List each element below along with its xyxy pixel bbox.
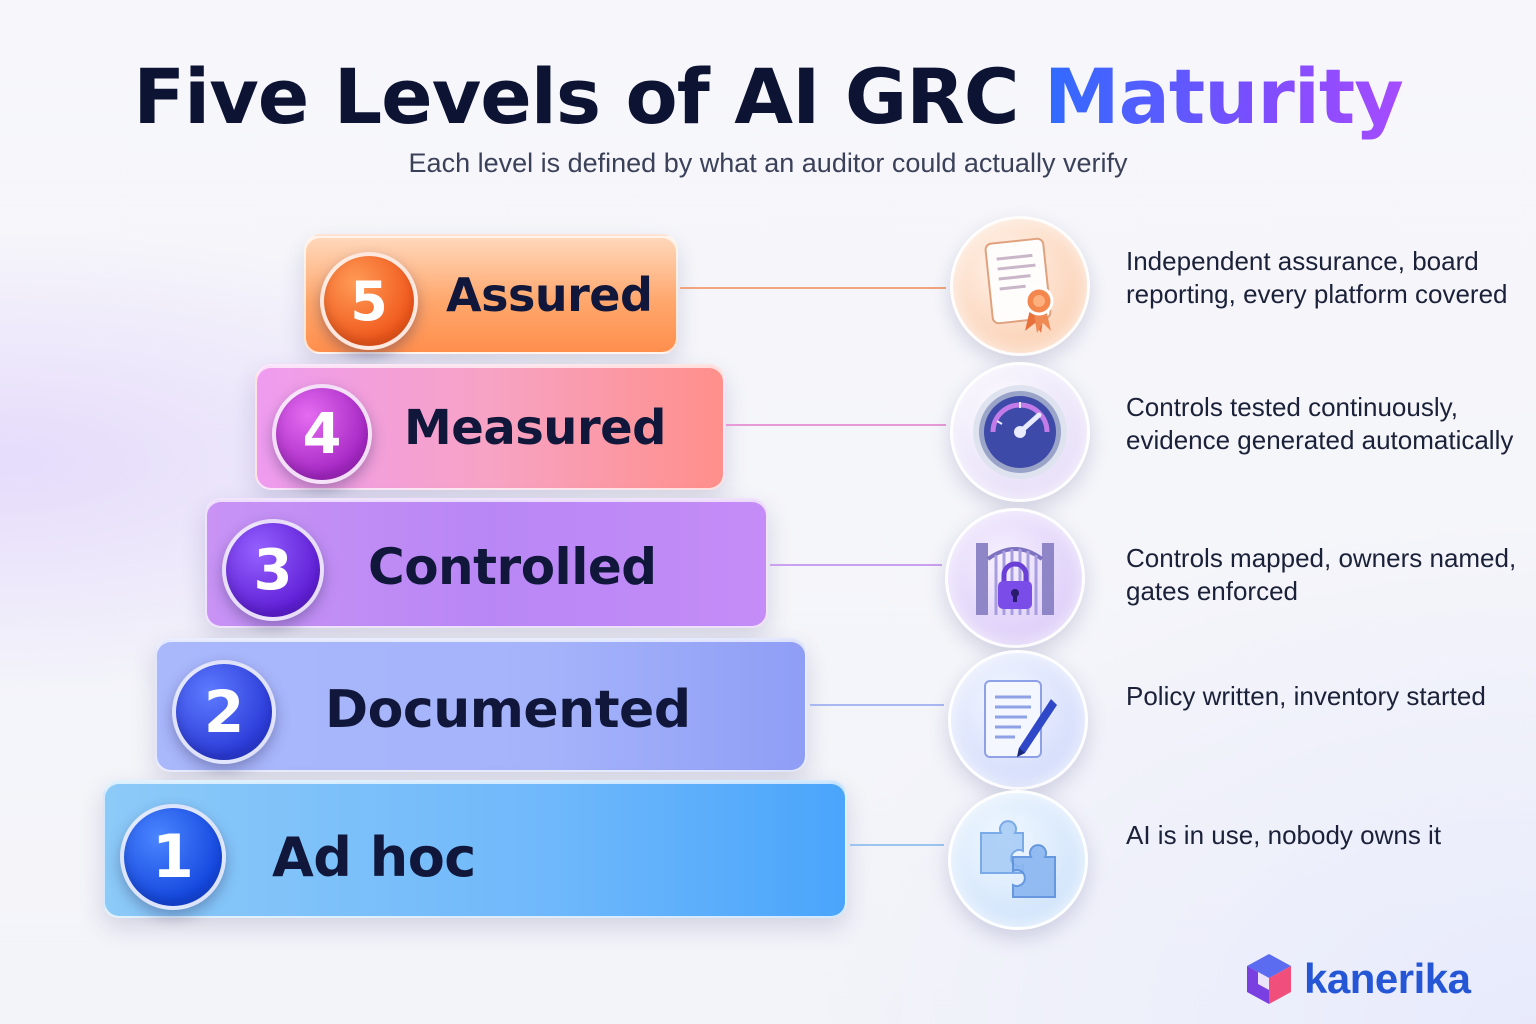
level-3-description: Controls mapped, owners named, gates enf… [1126,543,1517,606]
level-5-connector [680,287,946,289]
certificate-icon [950,216,1090,356]
level-4-badge: 4 [272,384,372,484]
level-1-description: AI is in use, nobody owns it [1126,820,1442,850]
level-4-description: Controls tested continuously, evidence g… [1126,392,1514,455]
level-4-label: Measured [404,400,667,456]
level-5-label: Assured [446,268,653,322]
level-2-label: Documented [325,680,691,740]
gauge-icon [950,362,1090,502]
level-4-connector [726,424,946,426]
level-3-connector [770,564,942,566]
level-2-badge: 2 [172,660,276,764]
page-title: Five Levels of AI GRC Maturity [0,52,1536,141]
level-2-description: Policy written, inventory started [1126,681,1486,711]
level-5-description: Independent assurance, board reporting, … [1126,246,1508,309]
gate-lock-icon [945,508,1085,648]
title-accent: Maturity [1043,52,1404,141]
level-2-connector [810,704,944,706]
level-3-badge: 3 [222,519,324,621]
level-5-badge: 5 [320,252,418,350]
brand-cube-icon [1247,954,1291,1004]
brand-name: kanerika [1304,955,1471,1002]
level-1-label: Ad hoc [272,826,476,889]
level-3-label: Controlled [368,538,657,596]
level-1-bar [103,780,847,918]
document-pen-icon [948,650,1088,790]
level-1-connector [850,844,944,846]
puzzle-icon [948,790,1088,930]
level-1-badge: 1 [120,804,226,910]
brand-logo: kanerika [1244,952,1471,1006]
page-subtitle: Each level is defined by what an auditor… [408,148,1128,178]
title-main: Five Levels of AI GRC [133,52,1044,141]
